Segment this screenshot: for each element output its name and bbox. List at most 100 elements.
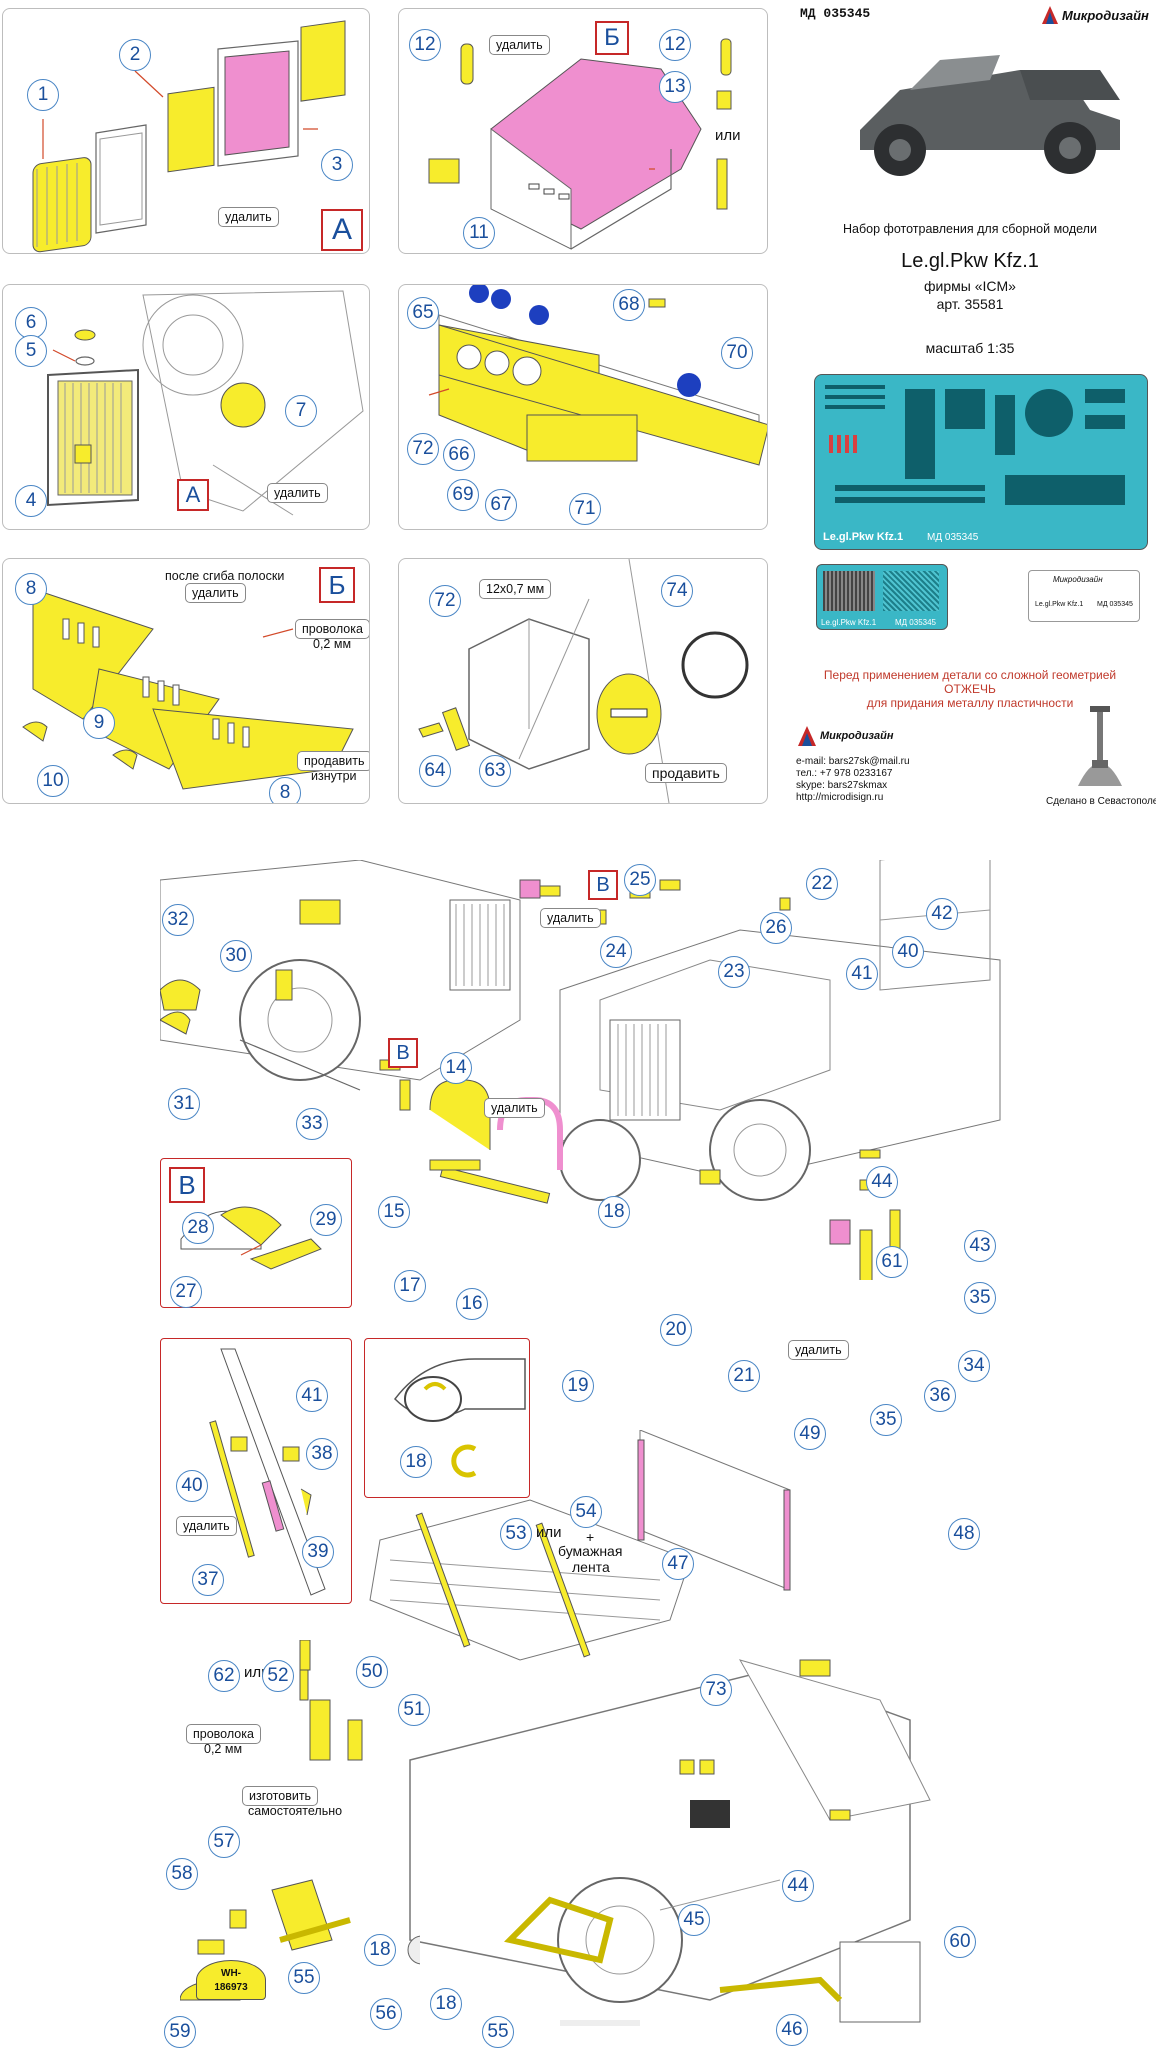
label-wire-size-2: 0,2 мм (204, 1742, 243, 1756)
callout-part-48: 48 (948, 1518, 980, 1550)
label-remove-frame: удалить (484, 1098, 545, 1118)
label-push-headlight: продавить (645, 763, 727, 783)
contact-phone: тел.: +7 978 0233167 (796, 768, 893, 779)
label-remove-hood: удалить (489, 35, 550, 55)
callout-part-44b: 44 (782, 1870, 814, 1902)
monument-icon (1078, 706, 1122, 786)
contacts-logo-icon (798, 726, 816, 746)
callout-part-46: 46 (776, 2014, 808, 2046)
brand-logo-icon (1042, 6, 1058, 24)
callout-part-63: 63 (479, 755, 511, 787)
callout-part-41: 41 (846, 958, 878, 990)
callout-part-35: 35 (964, 1282, 996, 1314)
label-remove-mirror: удалить (540, 908, 601, 928)
callout-part-12b: 12 (659, 29, 691, 61)
model-name: Le.gl.Pkw Kfz.1 (901, 250, 1039, 272)
seat-headlight-drawing (418, 559, 749, 803)
callout-part-71: 71 (569, 493, 601, 525)
callout-part-3: 3 (321, 149, 353, 181)
label-strip-size: 12x0,7 мм (479, 579, 552, 599)
callout-part-12: 12 (409, 29, 441, 61)
callout-part-13: 13 (659, 71, 691, 103)
contact-site[interactable]: http://microdisign.ru (796, 792, 884, 803)
callout-part-28: 28 (182, 1212, 214, 1244)
panel-radiator-grille: 1 2 3 удалить А (2, 8, 370, 254)
panel-radiator-install: 6 5 4 7 удалить А (2, 284, 370, 530)
vehicle-photo (830, 30, 1140, 190)
callout-part-18d: 18 (430, 1988, 462, 2020)
callout-part-67: 67 (485, 489, 517, 521)
panel-hood-sides: 8 9 10 8 после сгиба полоски удалить про… (2, 558, 370, 804)
plate-line-2: 186973 (214, 1982, 248, 1993)
plate-line-1: WH- (221, 1968, 241, 1979)
callout-part-36: 36 (924, 1380, 956, 1412)
fret-parts-drawing (825, 385, 1125, 505)
section-letter-v-inset: В (169, 1167, 205, 1203)
callout-part-32: 32 (162, 904, 194, 936)
callout-part-23: 23 (718, 956, 750, 988)
callout-part-58: 58 (166, 1858, 198, 1890)
decal-code: МД 035345 (1097, 601, 1133, 608)
callout-part-29: 29 (310, 1204, 342, 1236)
fret-thumb-mesh: Le.gl.Pkw Kfz.1 МД 035345 (816, 564, 948, 630)
callout-part-15: 15 (378, 1196, 410, 1228)
callout-part-72b: 72 (429, 585, 461, 617)
label-make-1: изготовить (242, 1786, 319, 1806)
callout-part-66: 66 (443, 439, 475, 471)
callout-part-61: 61 (876, 1246, 908, 1278)
scale-text: масштаб 1:35 (925, 340, 1015, 356)
callout-part-34: 34 (958, 1350, 990, 1382)
callout-part-22: 22 (806, 868, 838, 900)
label-tape-2: лента (572, 1559, 610, 1575)
callout-part-70: 70 (721, 337, 753, 369)
callout-part-18c: 18 (364, 1934, 396, 1966)
contacts-brand: Микродизайн (820, 730, 894, 742)
callout-part-16: 16 (456, 1288, 488, 1320)
label-wire: проволока (295, 619, 369, 639)
contact-email[interactable]: e-mail: bars27sk@mail.ru (796, 756, 910, 767)
section-letter-a: А (321, 209, 363, 251)
label-after-bend-2: удалить (185, 583, 246, 603)
label-or-tape: или (536, 1524, 562, 1541)
callout-part-4: 4 (15, 485, 47, 517)
callout-part-65: 65 (407, 297, 439, 329)
label-or: или (715, 127, 741, 144)
warning-line-3: для придания металлу пластичности (866, 696, 1074, 710)
callout-part-18: 18 (598, 1196, 630, 1228)
fret-image: Le.gl.Pkw Kfz.1 МД 035345 (814, 374, 1148, 550)
radiator-grille-drawing (32, 20, 346, 253)
callout-part-60: 60 (944, 1926, 976, 1958)
brand-name: Микродизайн (1062, 8, 1149, 23)
callout-part-42: 42 (926, 898, 958, 930)
label-remove-radiator: удалить (267, 483, 328, 503)
callout-part-10: 10 (37, 765, 69, 797)
callout-part-49: 49 (794, 1418, 826, 1450)
callout-part-68: 68 (613, 289, 645, 321)
label-remove: удалить (218, 207, 279, 227)
label-wire-2: проволока (186, 1724, 261, 1744)
decal-brand: Микродизайн (1053, 575, 1103, 584)
callout-part-35b: 35 (870, 1404, 902, 1436)
callout-part-59: 59 (164, 2016, 196, 2048)
inset-rifle-drawing (209, 1348, 326, 1596)
label-tape-1: бумажная (558, 1543, 623, 1559)
callout-part-47: 47 (662, 1548, 694, 1580)
callout-part-53: 53 (500, 1518, 532, 1550)
callout-part-51: 51 (398, 1694, 430, 1726)
callout-part-33: 33 (296, 1108, 328, 1140)
fret-code-label: МД 035345 (927, 532, 979, 543)
fret-thumb-code: МД 035345 (895, 618, 936, 627)
warning-line-2: ОТЖЕЧЬ (944, 682, 996, 696)
callout-part-14: 14 (440, 1052, 472, 1084)
callout-part-24: 24 (600, 936, 632, 968)
vehicle-rear-drawing (369, 1430, 931, 2026)
fret-thumb-label: Le.gl.Pkw Kfz.1 (821, 618, 877, 627)
made-in-text: Сделано в Севастополе (1046, 796, 1156, 807)
callout-part-40: 40 (892, 936, 924, 968)
callout-part-19: 19 (562, 1370, 594, 1402)
callout-part-18b: 18 (400, 1446, 432, 1478)
label-remove-rifle: удалить (176, 1516, 237, 1536)
callout-part-8b: 8 (269, 777, 301, 803)
callout-part-9: 9 (83, 707, 115, 739)
callout-part-74: 74 (661, 575, 693, 607)
